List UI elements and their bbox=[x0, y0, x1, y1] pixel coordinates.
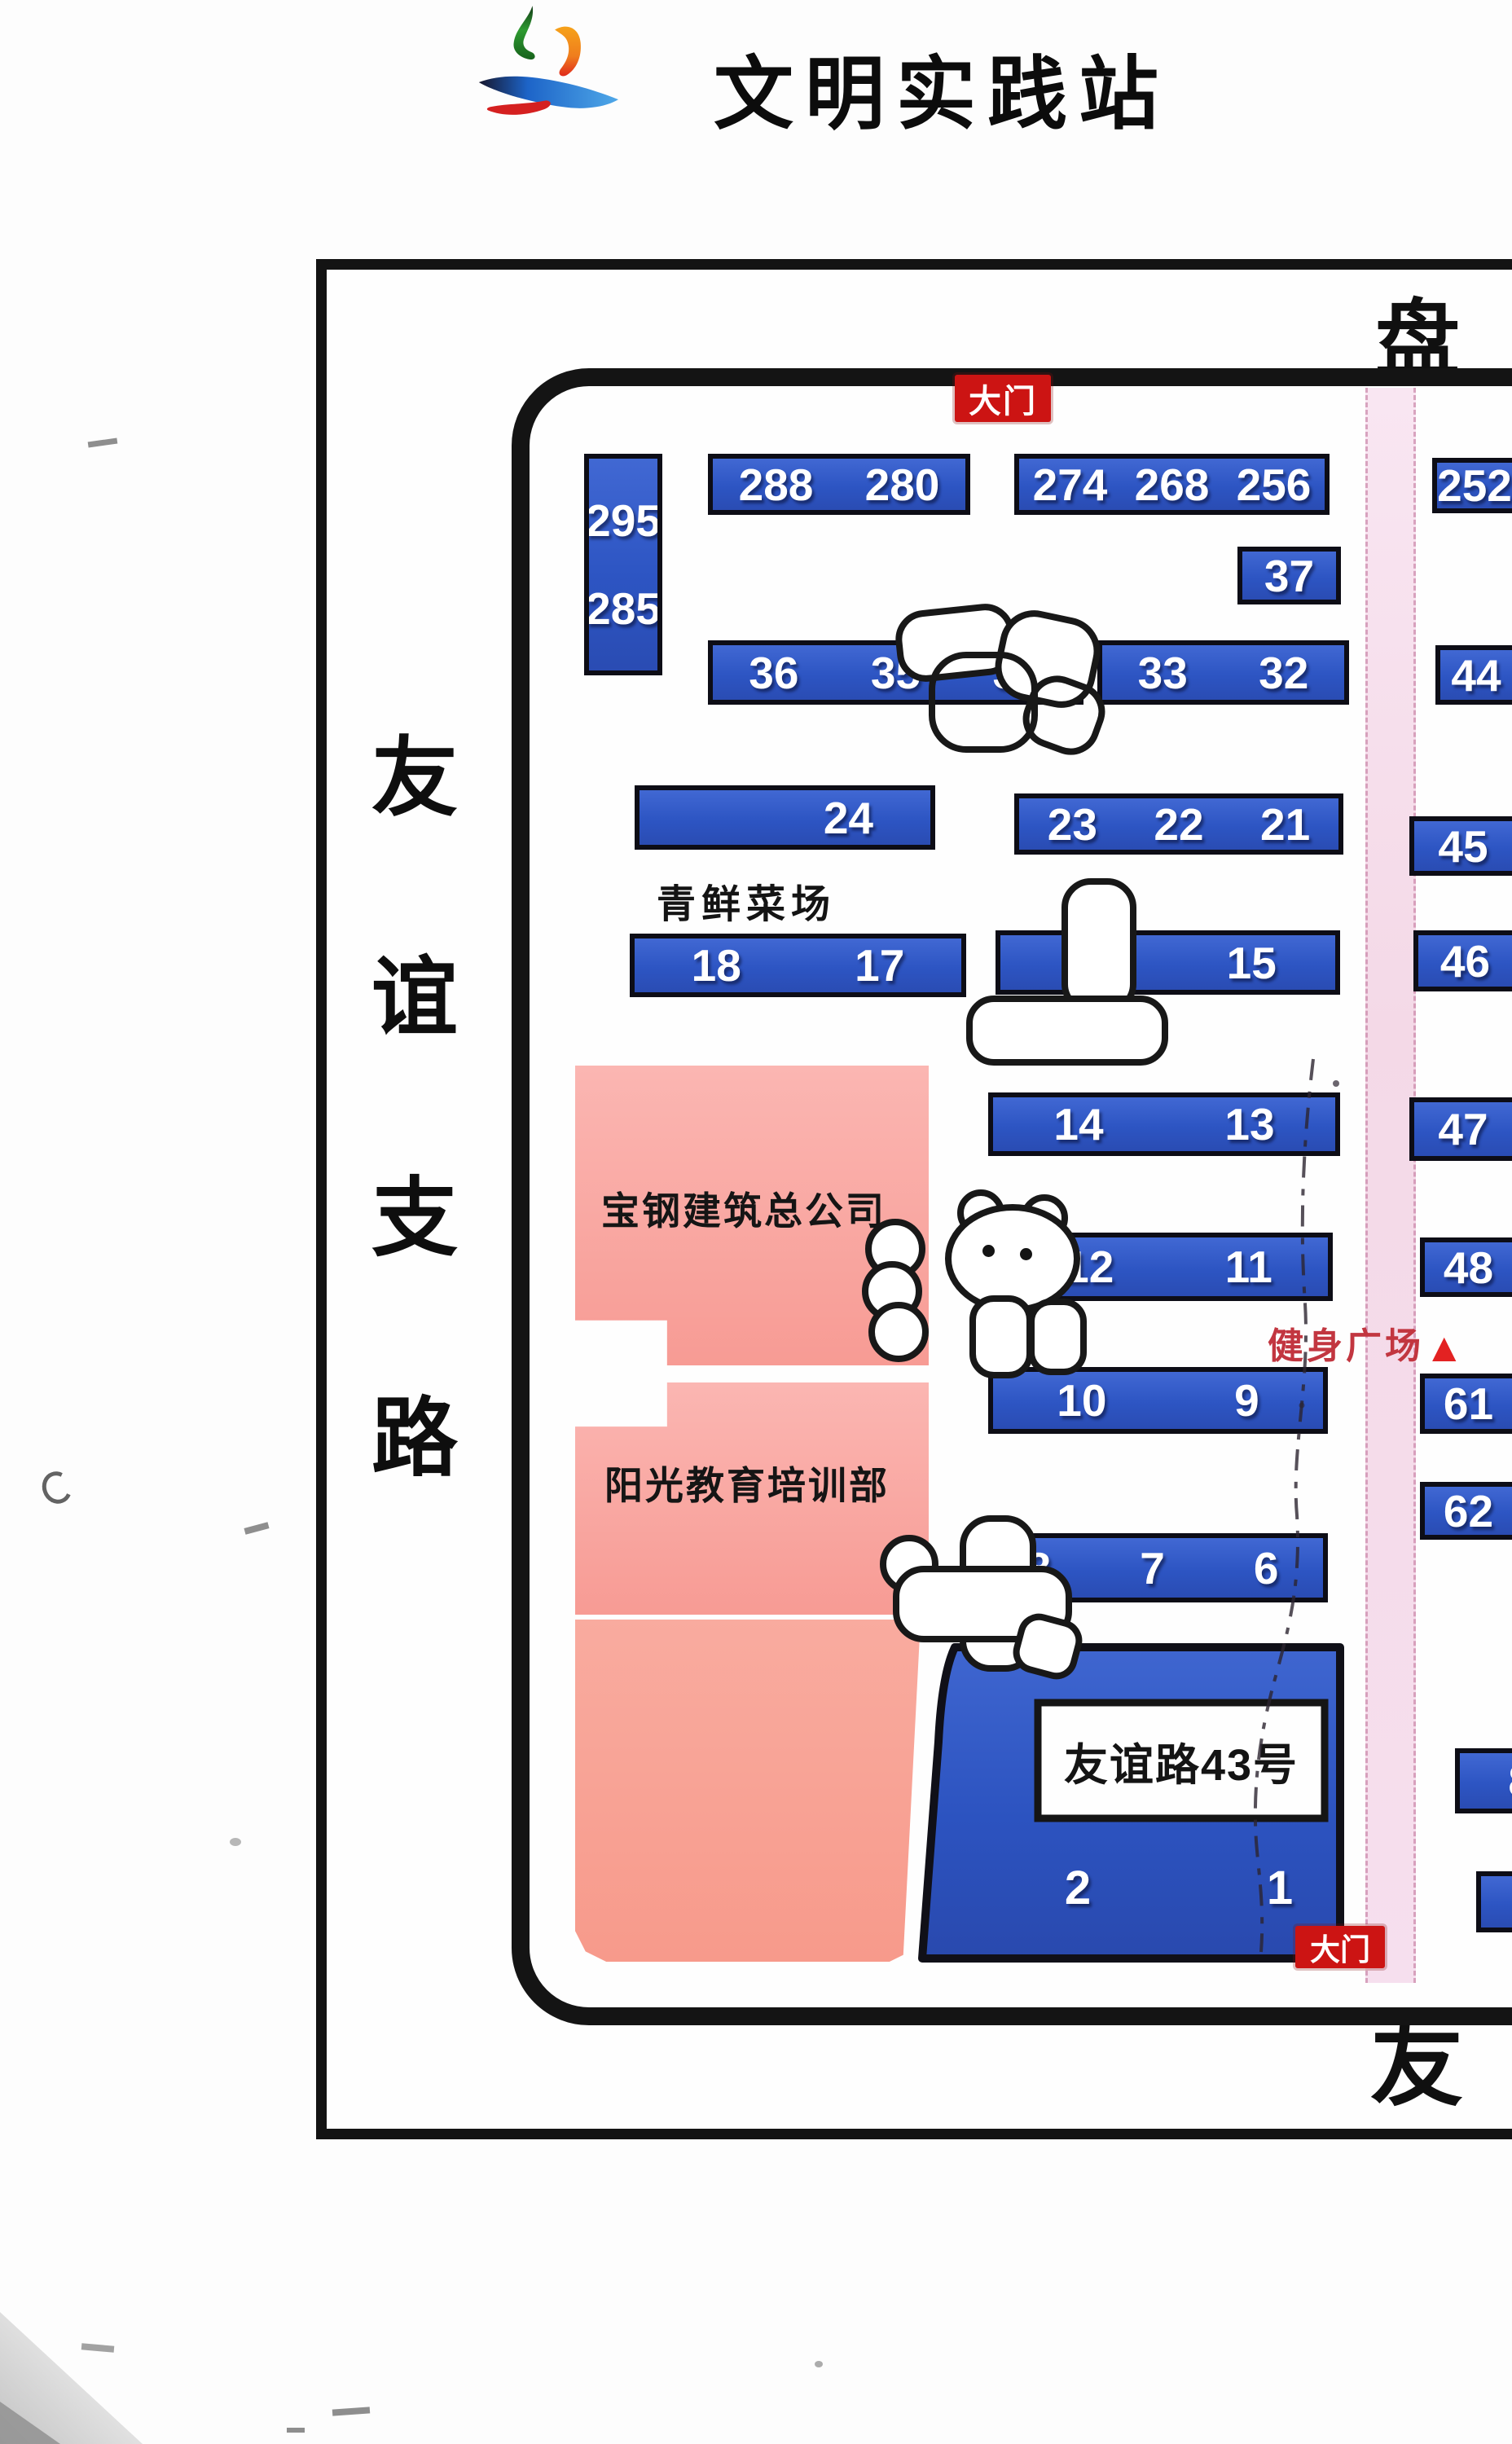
building-number: 7 bbox=[1140, 1542, 1165, 1593]
building-block: 61 bbox=[1420, 1374, 1512, 1434]
building-number: 1 bbox=[1266, 1862, 1294, 1914]
doodle-scribble bbox=[1061, 878, 1136, 1013]
doodle-cat-eye bbox=[982, 1245, 995, 1257]
doodle-cat-paw bbox=[969, 1295, 1033, 1378]
compound-border bbox=[512, 368, 1512, 2025]
building-number: 288 bbox=[738, 459, 814, 510]
building-block: 23 22 21 bbox=[1014, 793, 1343, 855]
building-number: 18 bbox=[691, 940, 741, 991]
building-block: 37 bbox=[1237, 547, 1341, 604]
building-number: 2 bbox=[1064, 1862, 1092, 1914]
building-number: 15 bbox=[1226, 937, 1277, 988]
building-number: 32 bbox=[1259, 647, 1309, 698]
triangle-marker-icon: ▲ bbox=[1424, 1325, 1468, 1370]
internal-road bbox=[1365, 388, 1416, 1983]
photo-mark bbox=[37, 1467, 77, 1508]
doodle-cat-head bbox=[945, 1204, 1080, 1313]
building-block: 252 bbox=[1432, 458, 1512, 513]
building-number: 46 bbox=[1439, 935, 1491, 987]
area-south-unlabeled bbox=[575, 1620, 921, 1962]
building-block: 295 285 bbox=[584, 454, 662, 675]
fitness-plaza-label: 健身广场▲ bbox=[1268, 1317, 1468, 1371]
photo-mark bbox=[815, 2361, 823, 2367]
building-number: 47 bbox=[1438, 1104, 1488, 1154]
photo-mark bbox=[87, 437, 118, 448]
doodle-scribble bbox=[966, 996, 1168, 1066]
building-number: 268 bbox=[1134, 459, 1210, 510]
area-baogang-construction: 宝钢建筑总公司 bbox=[575, 1066, 929, 1365]
building-number: 44 bbox=[1451, 649, 1501, 701]
road-label-left-vertical: 友谊支路 bbox=[358, 732, 455, 1613]
building-number: 9 bbox=[1234, 1375, 1259, 1426]
building-block: 8 bbox=[1455, 1748, 1512, 1813]
doodle-cat bbox=[868, 1302, 929, 1362]
building-number: 61 bbox=[1443, 1378, 1494, 1429]
building-number: 36 bbox=[749, 647, 799, 698]
building-number: 14 bbox=[1053, 1099, 1104, 1149]
building-block: 10 9 bbox=[988, 1367, 1328, 1434]
photo-mark bbox=[81, 2343, 115, 2353]
building-number: 280 bbox=[864, 459, 940, 510]
building-block: 45 bbox=[1409, 816, 1512, 876]
civilization-practice-logo-icon bbox=[478, 6, 619, 115]
building-number: 37 bbox=[1264, 550, 1315, 601]
photo-mark bbox=[230, 1838, 241, 1846]
photo-mark bbox=[244, 1522, 270, 1535]
fitness-plaza-text: 健身广场 bbox=[1268, 1326, 1424, 1366]
building-number: 285 bbox=[586, 583, 661, 634]
building-number: 22 bbox=[1154, 798, 1204, 850]
building-number: 274 bbox=[1032, 459, 1108, 510]
building-block: 24 bbox=[635, 785, 935, 850]
building-block: 44 bbox=[1435, 645, 1512, 705]
area-label: 宝钢建筑总公司 bbox=[601, 1189, 886, 1233]
building-block: 62 bbox=[1420, 1482, 1512, 1540]
building-number: 8 bbox=[1508, 1755, 1512, 1807]
building-number: 45 bbox=[1438, 820, 1488, 872]
market-label: 青鲜菜场 bbox=[657, 883, 837, 926]
doodle-scribble bbox=[929, 652, 1038, 753]
address-label: 友谊路43号 bbox=[1063, 1740, 1299, 1790]
building-number: 24 bbox=[823, 792, 873, 843]
building-number: 6 bbox=[1253, 1542, 1279, 1593]
building-block bbox=[1476, 1871, 1512, 1932]
building-block: 14 13 bbox=[988, 1092, 1340, 1156]
road-label-bottom: 友 bbox=[1370, 2014, 1464, 2117]
area-label: 阳光教育培训部 bbox=[604, 1464, 890, 1507]
building-number: 295 bbox=[586, 495, 661, 546]
building-block: 288 280 bbox=[708, 454, 970, 515]
building-block: 46 bbox=[1413, 930, 1512, 991]
doodle-cat-eye bbox=[1020, 1248, 1032, 1260]
building-number: 21 bbox=[1260, 798, 1311, 850]
building-block: 1615 bbox=[996, 930, 1340, 995]
doodle-cat-paw bbox=[1028, 1299, 1087, 1375]
photo-mark bbox=[332, 2407, 371, 2416]
building-number: 256 bbox=[1236, 459, 1312, 510]
building-number: 33 bbox=[1137, 647, 1188, 698]
building-number: 48 bbox=[1443, 1242, 1494, 1293]
building-number: 10 bbox=[1057, 1375, 1107, 1426]
gate-bottom-badge: 大门 bbox=[1295, 1926, 1385, 1968]
building-block: 274 268 256 bbox=[1014, 454, 1330, 515]
building-number: 252 bbox=[1437, 460, 1512, 511]
building-block: 48 bbox=[1420, 1237, 1512, 1297]
building-number: 11 bbox=[1224, 1242, 1272, 1292]
page-title: 文明实践站 bbox=[714, 49, 1171, 138]
building-block: 47 bbox=[1409, 1097, 1512, 1161]
building-number: 17 bbox=[855, 940, 905, 991]
photo-mark bbox=[287, 2428, 305, 2433]
gate-top-badge: 大门 bbox=[955, 375, 1051, 422]
building-block: 33 32 bbox=[1097, 640, 1349, 705]
building-number: 13 bbox=[1224, 1099, 1275, 1149]
building-number: 23 bbox=[1047, 798, 1097, 850]
building-number: 62 bbox=[1443, 1485, 1494, 1536]
